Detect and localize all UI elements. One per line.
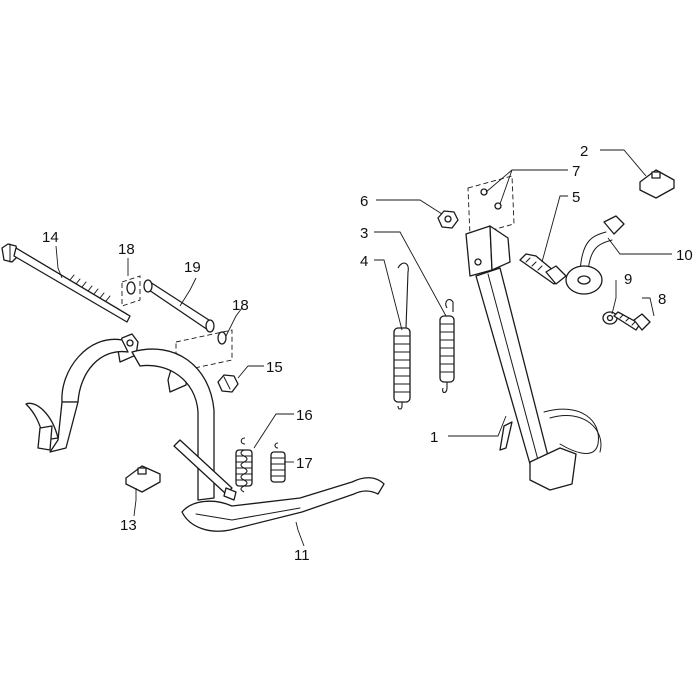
callout-4: 4	[360, 253, 368, 270]
callout-9: 9	[624, 271, 632, 288]
callout-5: 5	[572, 189, 580, 206]
bolt-5-part	[519, 253, 567, 285]
screw-8-part	[613, 311, 651, 331]
callout-7: 7	[572, 163, 580, 180]
callout-1: 1	[430, 429, 438, 446]
rubber-pad-part	[565, 215, 625, 295]
callout-3: 3	[360, 225, 368, 242]
side-stand-part	[465, 225, 602, 491]
callout-15: 15	[266, 359, 283, 376]
callout-17: 17	[296, 455, 313, 472]
nut-part	[217, 374, 239, 393]
spring-3-part	[439, 299, 455, 394]
pivot-pin-part	[121, 275, 233, 373]
bracket-plane-part	[467, 175, 515, 237]
spring-17-part	[270, 442, 286, 483]
center-stand-part	[25, 333, 385, 532]
leader-lines	[55, 149, 672, 547]
callout-16: 16	[296, 407, 313, 424]
callout-2: 2	[580, 143, 588, 160]
spring-4-part	[393, 262, 411, 410]
callout-11: 11	[294, 547, 310, 564]
callout-19: 19	[184, 259, 201, 276]
long-bolt-part	[1, 243, 131, 323]
callout-10: 10	[676, 247, 693, 264]
callout-13: 13	[120, 517, 137, 534]
callout-18-lower: 18	[232, 297, 249, 314]
spring-16-part	[235, 437, 253, 493]
callout-6: 6	[360, 193, 368, 210]
callout-18-upper: 18	[118, 241, 135, 258]
washer-part	[602, 311, 618, 325]
nut-plate-right-part	[639, 169, 675, 199]
callout-8: 8	[658, 291, 666, 308]
nut-plate-left-part	[125, 465, 161, 493]
callout-14: 14	[42, 229, 59, 246]
nut-6-part	[437, 210, 459, 229]
